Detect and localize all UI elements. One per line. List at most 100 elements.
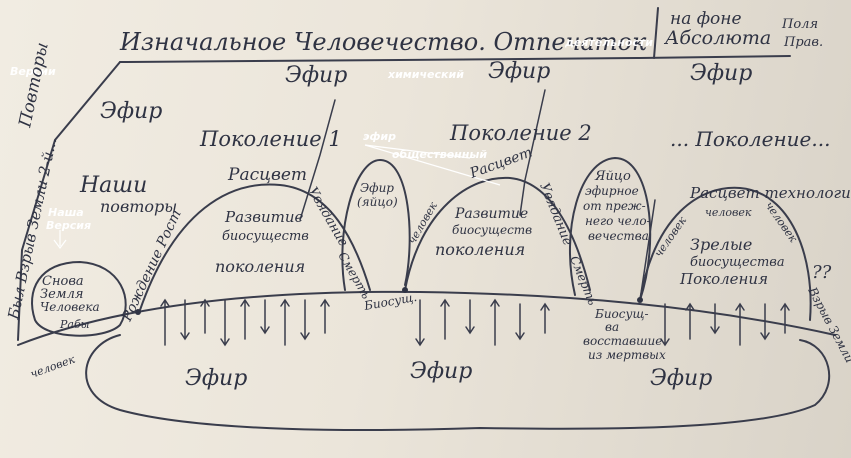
again-earth-1: Снова xyxy=(42,274,84,289)
biosystem-restore-3: восставшие xyxy=(583,334,662,348)
ether-bottom-2: Эфир xyxy=(410,359,472,384)
mature-1: Зрелые xyxy=(690,235,752,254)
ether-left: Эфир xyxy=(100,99,162,124)
energy-arrow xyxy=(780,302,790,334)
human-label-2: человек xyxy=(652,214,690,260)
our-version-2: Версия xyxy=(46,219,91,232)
energy-arrows xyxy=(160,298,790,347)
energy-arrow xyxy=(735,302,745,346)
ether-egg-2a: Яйцо xyxy=(594,169,631,184)
human-bottom: человек xyxy=(29,353,78,381)
generations-3: Поколения xyxy=(679,270,768,288)
title: Изначальное Человечество. Отпечаток xyxy=(119,28,647,56)
energy-arrow xyxy=(220,299,230,347)
ether-egg-2e: вечества xyxy=(588,229,649,243)
ether-egg-2c: от преж- xyxy=(583,199,646,213)
development-2a: Развитие xyxy=(454,206,528,222)
generation-1: Поколение 1 xyxy=(199,127,342,151)
overlay-line-2 xyxy=(364,144,501,186)
repeats-label: Повторы xyxy=(15,41,53,130)
egg-1 xyxy=(341,159,411,291)
energy-arrow xyxy=(200,298,210,334)
energy-arrow xyxy=(685,302,695,340)
energy-arrow xyxy=(180,299,190,341)
versions-overlay: Версии xyxy=(10,65,56,78)
ether-small-overlay: эфир xyxy=(363,130,396,143)
energy-arrow xyxy=(710,303,720,335)
energy-arrow xyxy=(415,299,425,347)
generations-2: поколения xyxy=(435,240,525,259)
energy-arrow xyxy=(240,298,250,340)
development-1b: биосуществ xyxy=(222,229,309,244)
arch-generation-2 xyxy=(404,176,591,291)
left-circle xyxy=(31,261,127,337)
our-version-1: Наша xyxy=(48,206,84,219)
egg-2 xyxy=(568,157,652,301)
energy-arrow xyxy=(260,299,270,335)
title-right-2: Абсолюта xyxy=(663,27,771,49)
ether-top-2: Эфир xyxy=(488,59,550,84)
pointer-gen3 xyxy=(639,199,656,301)
ground-dot-2 xyxy=(402,287,408,293)
withering-1: Увядание xyxy=(305,185,351,250)
energy-arrow xyxy=(160,298,170,346)
energy-arrow xyxy=(760,303,770,341)
death-1: Смерть xyxy=(335,250,373,302)
egg-label-2: (яйцо) xyxy=(357,195,398,209)
ground-dot-1 xyxy=(135,309,141,315)
sunrise-1: Расцвет xyxy=(227,165,307,185)
energy-arrow xyxy=(540,302,550,334)
ether-cloud-bottom xyxy=(85,334,831,432)
field-label-2: Прав. xyxy=(783,35,823,50)
ether-bottom-3: Эфир xyxy=(650,366,712,391)
our-repeats-2: повторы xyxy=(100,197,177,216)
energy-arrow xyxy=(440,298,450,340)
birth-of-growth: Рождение Рост xyxy=(119,207,185,324)
title-underline xyxy=(119,55,791,63)
title-right-1: на фоне xyxy=(670,9,742,29)
again-earth-3: Человека xyxy=(40,300,100,314)
energy-arrow xyxy=(490,298,500,346)
social-overlay: общественный xyxy=(392,148,487,161)
energy-arrow xyxy=(660,303,670,347)
field-label-1: Поля xyxy=(781,17,818,32)
frame-left-line xyxy=(17,61,121,341)
mature-2: биосущества xyxy=(690,255,785,270)
development-2b: биосуществ xyxy=(452,223,532,237)
title-divider xyxy=(653,7,659,59)
question-marks: ?? xyxy=(812,262,832,283)
arch-generation-3 xyxy=(639,186,812,321)
energy-arrow xyxy=(465,299,475,335)
biosystem-restore-4: из мертвых xyxy=(588,348,666,362)
ether-top-1: Эфир xyxy=(285,63,347,88)
pointer-gen2 xyxy=(519,89,546,216)
overlay-arrow-down xyxy=(53,230,67,249)
energy-arrow xyxy=(515,303,525,341)
generation-2: Поколение 2 xyxy=(449,121,592,145)
explosion-earth-right: Взрыв Земли xyxy=(805,284,851,365)
development-1a: Развитие xyxy=(224,208,303,226)
arch-generation-1 xyxy=(139,183,371,311)
activity-overlay: деятельности xyxy=(564,36,653,49)
ether-egg-2b: эфирное xyxy=(585,184,639,198)
human-label-3: человек xyxy=(705,206,752,219)
pointer-gen1 xyxy=(299,99,336,221)
energy-arrow xyxy=(280,298,290,346)
again-earth-2: Земля xyxy=(40,287,83,302)
energy-arrow xyxy=(320,298,330,334)
small-text-left: Рабы xyxy=(59,318,90,331)
energy-arrow xyxy=(300,299,310,341)
egg-label-1: Эфир xyxy=(360,181,394,195)
ground-line xyxy=(17,290,836,346)
human-label-4: человек xyxy=(763,199,801,245)
biosystem-restore-1: Биосущ- xyxy=(594,307,649,321)
withering-2: Увядание xyxy=(536,181,575,248)
overlay-line-1 xyxy=(364,144,471,159)
ether-top-3: Эфир xyxy=(690,61,752,86)
chemical-overlay: химический xyxy=(387,68,464,81)
generations-1: поколения xyxy=(215,257,305,276)
ether-egg-2d: него чело- xyxy=(585,214,651,228)
biosystem-restore-2: ва xyxy=(605,320,619,334)
